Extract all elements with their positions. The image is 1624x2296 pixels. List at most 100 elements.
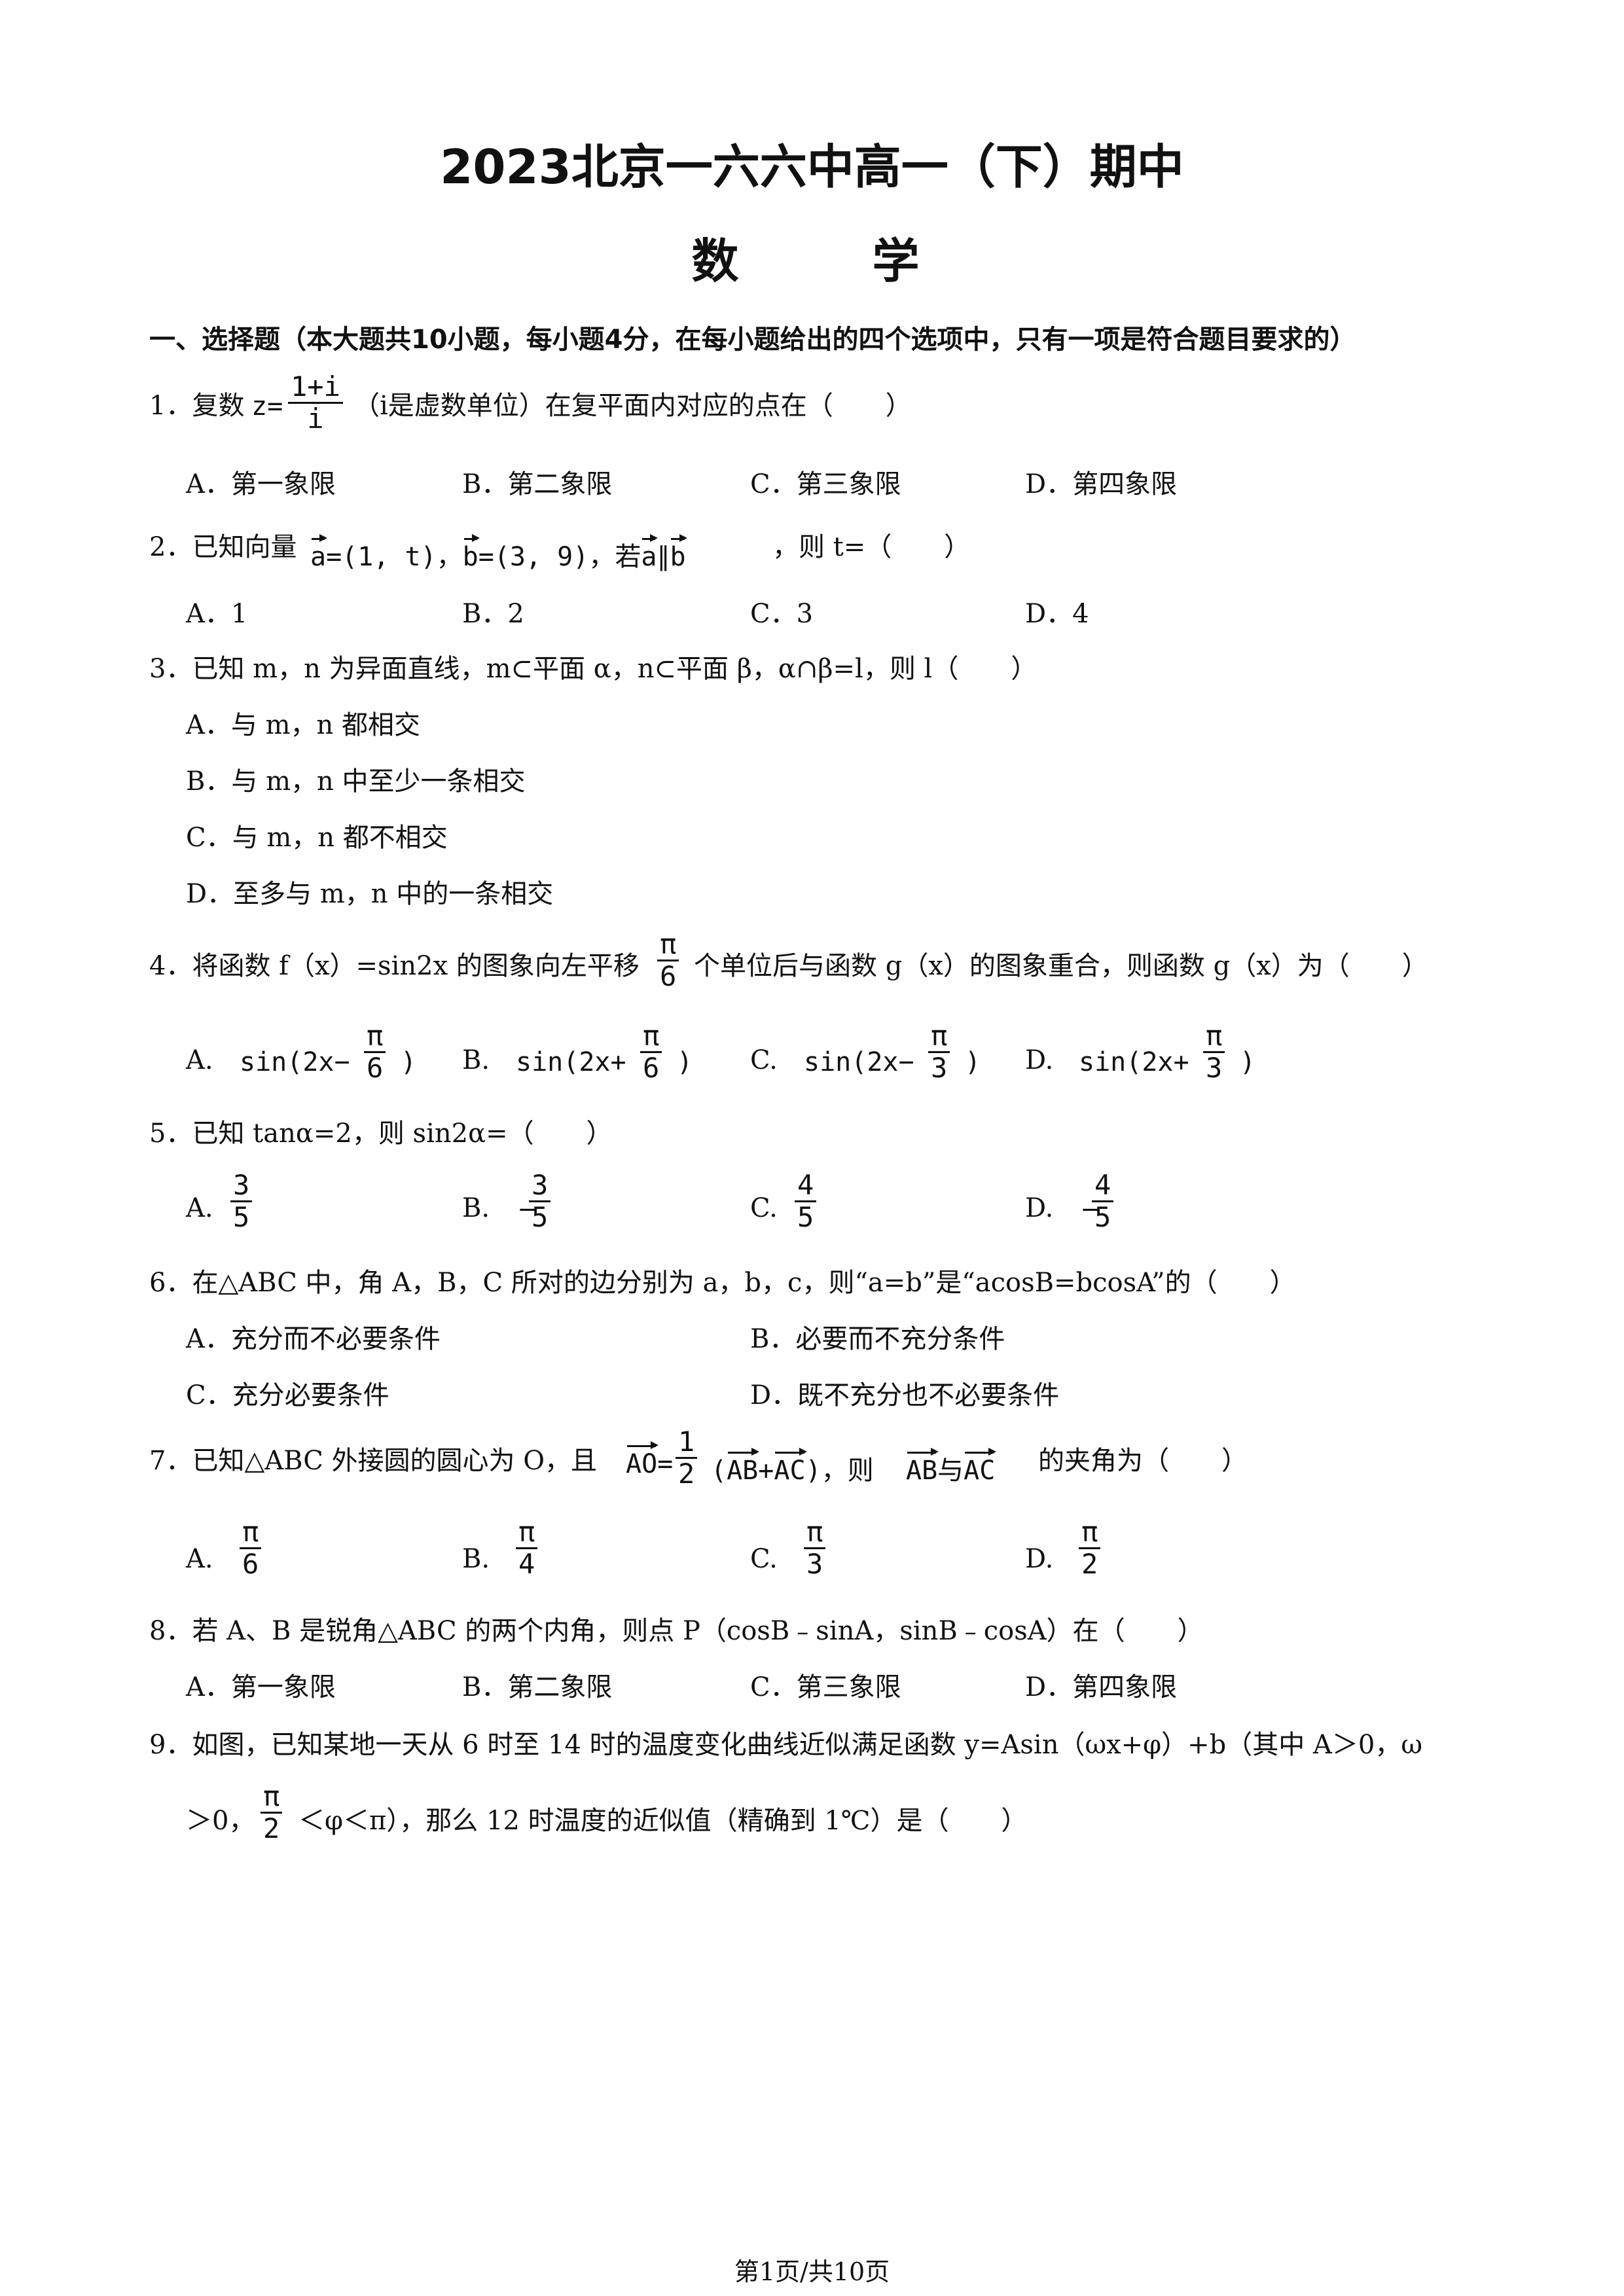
q4-option-b-expr: sin(2x+ bbox=[516, 1047, 626, 1077]
page-title: 2023北京一六六中高一（下）期中 bbox=[440, 139, 1184, 194]
q4-numerator: π bbox=[660, 928, 677, 960]
q2-prefix: 2．已知向量 bbox=[149, 532, 297, 562]
q2-option-c: C．3 bbox=[750, 599, 814, 629]
q2-option-a: A．1 bbox=[186, 599, 248, 629]
q9-line-2-suffix: ＜φ＜π），那么 12 时温度的近似值（精确到 1℃）是（ ） bbox=[298, 1806, 1028, 1836]
q7-b-denominator: 4 bbox=[516, 1547, 538, 1579]
q4-option-a-expr: sin(2x− bbox=[240, 1047, 350, 1077]
q4-option-b-label: B. bbox=[462, 1045, 490, 1075]
q7-close-paren: )，则 bbox=[805, 1456, 874, 1486]
q1-suffix: （i是虚数单位）在复平面内对应的点在（ ） bbox=[353, 391, 912, 421]
q5-option-a-label: A. bbox=[186, 1193, 213, 1223]
q6-stem: 6．在△ABC 中，角 A，B，C 所对的边分别为 a，b，c，则“a=b”是“… bbox=[149, 1268, 1296, 1298]
q5-option-a-fraction: 3 5 bbox=[230, 1169, 253, 1232]
q5-option-d-fraction: 4 5 bbox=[1092, 1169, 1114, 1232]
q2-suffix: ，则 t=（ ） bbox=[772, 532, 971, 562]
q7-plus: + bbox=[758, 1456, 774, 1486]
section-heading: 一、选择题（本大题共10小题，每小题4分，在每小题给出的四个选项中，只有一项是符… bbox=[149, 325, 1356, 355]
q2-vector-line: a=(1, t)，b=(3, 9)，若a∥b bbox=[310, 534, 687, 573]
q5-d-numerator: 4 bbox=[1094, 1169, 1111, 1201]
vector-ac: AC bbox=[774, 1448, 807, 1486]
q4-d-numerator: π bbox=[1206, 1020, 1223, 1052]
q5-option-c-label: C. bbox=[750, 1193, 778, 1223]
q7-denominator: 2 bbox=[676, 1457, 698, 1489]
q7-a-denominator: 6 bbox=[240, 1547, 262, 1579]
q4-d-denominator: 3 bbox=[1203, 1051, 1225, 1083]
q5-option-b-fraction: 3 5 bbox=[529, 1169, 551, 1232]
q4-suffix: 个单位后与函数 g（x）的图象重合，则函数 g（x）为（ ） bbox=[694, 951, 1428, 981]
q8-option-d: D．第四象限 bbox=[1025, 1672, 1178, 1702]
q4-c-denominator: 3 bbox=[928, 1051, 950, 1083]
q7-option-b-label: B. bbox=[462, 1544, 490, 1574]
vector-b: b bbox=[462, 534, 480, 572]
q6-option-d: D．既不充分也不必要条件 bbox=[750, 1380, 1060, 1410]
q7-suffix: 的夹角为（ ） bbox=[1038, 1446, 1248, 1476]
q7-fraction: 1 2 bbox=[676, 1427, 698, 1489]
q7-a-numerator: π bbox=[242, 1516, 259, 1548]
q7-option-d-fraction: π 2 bbox=[1079, 1516, 1101, 1579]
q2-option-d: D．4 bbox=[1025, 599, 1089, 629]
q4-b-numerator: π bbox=[643, 1020, 660, 1052]
q4-option-b-close: ) bbox=[677, 1047, 693, 1077]
q4-option-d-expr: sin(2x+ bbox=[1079, 1047, 1189, 1077]
q4-denominator: 6 bbox=[657, 960, 679, 992]
q7-c-numerator: π bbox=[806, 1516, 823, 1548]
q7-prefix: 7．已知△ABC 外接圆的圆心为 O，且 bbox=[149, 1446, 598, 1476]
parallel-symbol: ∥ bbox=[657, 542, 670, 572]
q9-numerator: π bbox=[263, 1780, 280, 1812]
q5-b-denominator: 5 bbox=[529, 1200, 551, 1232]
q4-option-a-close: ) bbox=[401, 1047, 417, 1077]
q1-prefix: 1．复数 bbox=[149, 391, 245, 421]
q4-a-numerator: π bbox=[367, 1020, 384, 1052]
page-footer: 第1页/共10页 bbox=[734, 2257, 890, 2286]
q5-option-b-sign: − bbox=[517, 1194, 539, 1225]
q8-stem: 8．若 A、B 是锐角△ABC 的两个内角，则点 P（cosB﹣sinA，sin… bbox=[149, 1616, 1204, 1646]
q2-option-b: B．2 bbox=[462, 599, 524, 629]
q1-option-b: B．第二象限 bbox=[462, 469, 613, 499]
q5-b-numerator: 3 bbox=[532, 1169, 549, 1201]
q1-fraction: 1+i i bbox=[288, 372, 343, 434]
q1-option-d: D．第四象限 bbox=[1025, 469, 1178, 499]
vector-ao: AO bbox=[626, 1441, 659, 1479]
q7-option-b-fraction: π 4 bbox=[516, 1517, 538, 1579]
q9-line-2-prefix: ＞0， bbox=[186, 1806, 255, 1836]
q3-option-c: C．与 m，n 都不相交 bbox=[186, 823, 448, 853]
q3-option-d: D．至多与 m，n 中的一条相交 bbox=[186, 879, 554, 909]
q4-option-b-fraction: π 6 bbox=[640, 1021, 662, 1083]
q5-a-numerator: 3 bbox=[233, 1169, 250, 1201]
q8-option-c: C．第三象限 bbox=[750, 1672, 901, 1702]
q1-denominator: i bbox=[288, 402, 343, 434]
q8-option-b: B．第二象限 bbox=[462, 1672, 613, 1702]
q7-angle-vectors: AB与AC bbox=[906, 1448, 997, 1487]
q4-option-c-close: ) bbox=[965, 1047, 981, 1077]
q7-d-numerator: π bbox=[1081, 1516, 1098, 1548]
q2-a-value: =(1, t)， bbox=[326, 542, 463, 572]
q1-z: z= bbox=[251, 391, 283, 422]
q6-option-a: A．充分而不必要条件 bbox=[186, 1324, 441, 1354]
q2-b-value: =(3, 9)，若 bbox=[478, 542, 641, 572]
vector-b-2: b bbox=[670, 534, 687, 572]
q7-open-paren: ( bbox=[711, 1456, 727, 1486]
q7-vector-ao-line: AO= bbox=[626, 1441, 673, 1479]
q4-option-a-fraction: π 6 bbox=[364, 1021, 386, 1083]
q7-with: 与 bbox=[937, 1456, 964, 1486]
q4-c-numerator: π bbox=[931, 1020, 948, 1052]
q1-numerator: 1+i bbox=[291, 370, 340, 403]
q5-option-d-sign: − bbox=[1080, 1194, 1102, 1225]
vector-ac-2: AC bbox=[964, 1448, 997, 1486]
q4-option-c-expr: sin(2x− bbox=[804, 1047, 914, 1077]
q5-option-c-fraction: 4 5 bbox=[795, 1169, 817, 1232]
q5-d-denominator: 5 bbox=[1092, 1200, 1114, 1232]
q4-option-d-fraction: π 3 bbox=[1203, 1021, 1225, 1083]
q4-a-denominator: 6 bbox=[364, 1051, 386, 1083]
q3-option-b: B．与 m，n 中至少一条相交 bbox=[186, 766, 526, 797]
q4-option-d-close: ) bbox=[1240, 1047, 1256, 1077]
q5-c-numerator: 4 bbox=[797, 1169, 814, 1201]
q7-option-a-label: A. bbox=[186, 1544, 213, 1574]
q5-c-denominator: 5 bbox=[795, 1200, 817, 1232]
q7-option-a-fraction: π 6 bbox=[240, 1516, 262, 1579]
vector-ab: AB bbox=[727, 1448, 760, 1486]
q4-fraction: π 6 bbox=[657, 929, 679, 992]
q3-stem: 3．已知 m，n 为异面直线，m⊂平面 α，n⊂平面 β，α∩β=l，则 l（ … bbox=[149, 654, 1038, 684]
q4-b-denominator: 6 bbox=[640, 1051, 662, 1083]
